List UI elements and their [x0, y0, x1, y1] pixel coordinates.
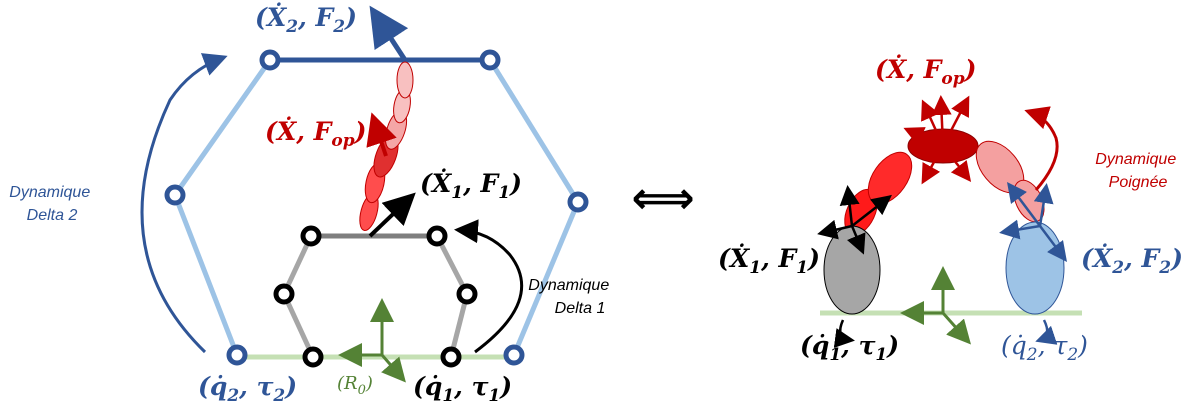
rotation-arrow-body2 [1035, 319, 1058, 345]
label-q2-t2-left: (q̇2, τ2) [198, 372, 297, 406]
delta1-joints [273, 225, 478, 368]
arrow-x2-f2-left [369, 5, 409, 62]
curved-arrow-delta2 [140, 53, 228, 354]
label-r0: (R0) [337, 373, 373, 398]
caption-dyn-delta1: Dynamique Delta 1 [528, 277, 613, 317]
label-x2-f2-right: (Ẋ2, F2) [1081, 244, 1183, 278]
label-q1-t1-right: (q̇1, τ1) [800, 331, 899, 365]
curved-arrow-poignee [1024, 106, 1059, 191]
frame-body1 [817, 185, 892, 255]
label-x-fop-right: (Ẋ, Fop) [875, 55, 976, 89]
frame-body2 [999, 182, 1067, 262]
caption-dyn-poignee: Dynamique Poignée [1095, 151, 1180, 191]
delta1-linkage [281, 234, 470, 359]
label-x-fop-left: (Ẋ, Fop) [265, 117, 366, 151]
equivalence-arrow: ⟺ [631, 173, 694, 224]
arrow-x-fop-left [366, 112, 397, 157]
label-x1-f1-left: (Ẋ1, F1) [420, 169, 522, 203]
rotation-arrow-body1 [833, 319, 855, 348]
actuator-body-1 [823, 225, 881, 315]
arrow-x1-f1-left [368, 192, 416, 238]
label-q2-t2-right: (q̇2, τ2) [1001, 331, 1088, 365]
delta2-joints [164, 49, 589, 366]
label-x2-f2-left: (Ẋ2, F2) [255, 3, 357, 37]
delta2-linkage [172, 58, 581, 356]
curved-arrow-delta1 [454, 219, 524, 354]
caption-dyn-delta2: Dynamique Delta 2 [9, 184, 94, 224]
frame-r0-left [338, 298, 406, 383]
frame-r0-right [900, 266, 971, 345]
label-q1-t1-left: (q̇1, τ1) [413, 372, 512, 406]
actuator-body-2 [1005, 221, 1065, 315]
label-x1-f1-right: (Ẋ1, F1) [718, 244, 820, 278]
handle-force-arrows [903, 95, 972, 185]
